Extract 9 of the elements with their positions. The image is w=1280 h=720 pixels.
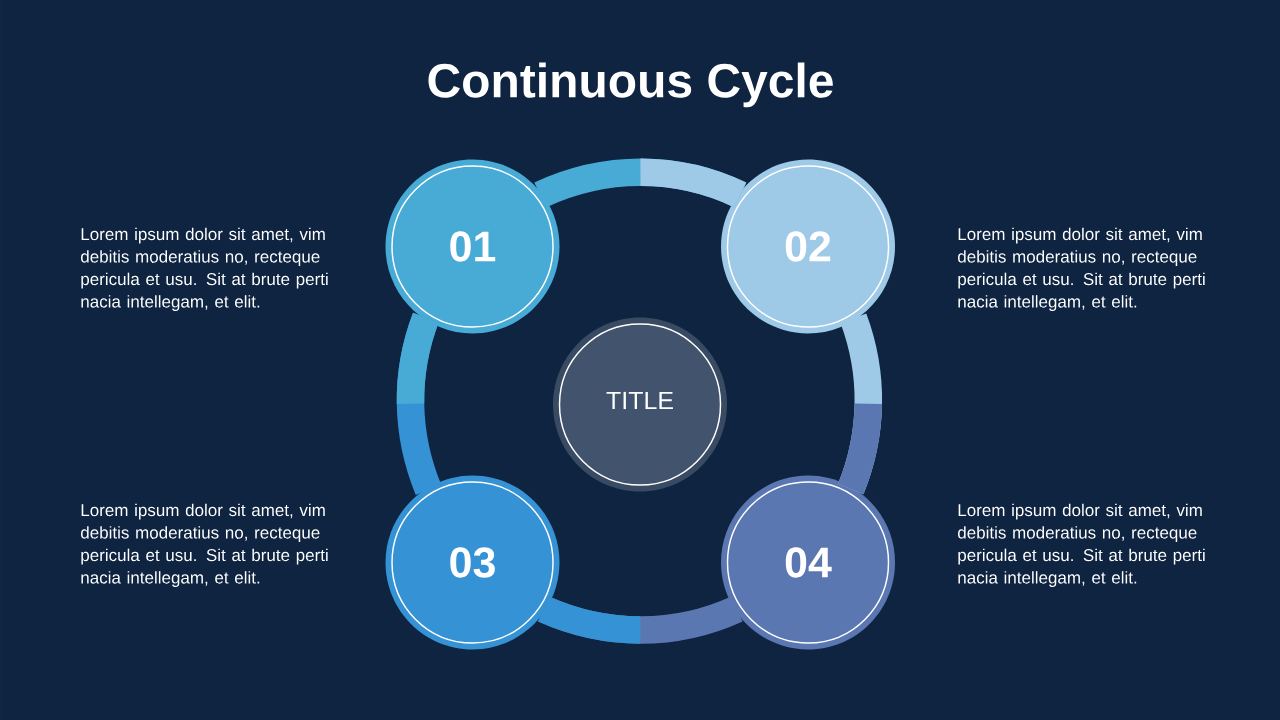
description-text: Lorem ipsum dolor sit amet, vim debitis moderatius no, recteque pericula et usu. Sit at brute perti nacia intellegam, et elit.: [958, 227, 1205, 311]
title: Continuous Cycle: [428, 62, 833, 108]
ring-arc: [837, 314, 883, 494]
description-text: Lorem ipsum dolor sit amet, vim debitis moderatius no, recteque pericula et usu. Sit at brute perti nacia intellegam, et elit.: [81, 227, 328, 311]
description-text: Lorem ipsum dolor sit amet, vim debitis moderatius no, recteque pericula et usu. Sit at brute perti nacia intellegam, et elit.: [81, 503, 328, 587]
ring-arc: [534, 158, 746, 208]
description-text: Lorem ipsum dolor sit amet, vim debitis moderatius no, recteque pericula et usu. Sit at brute perti nacia intellegam, et elit.: [958, 503, 1205, 587]
ring-arc: [396, 313, 442, 495]
ring-arc: [538, 596, 743, 644]
